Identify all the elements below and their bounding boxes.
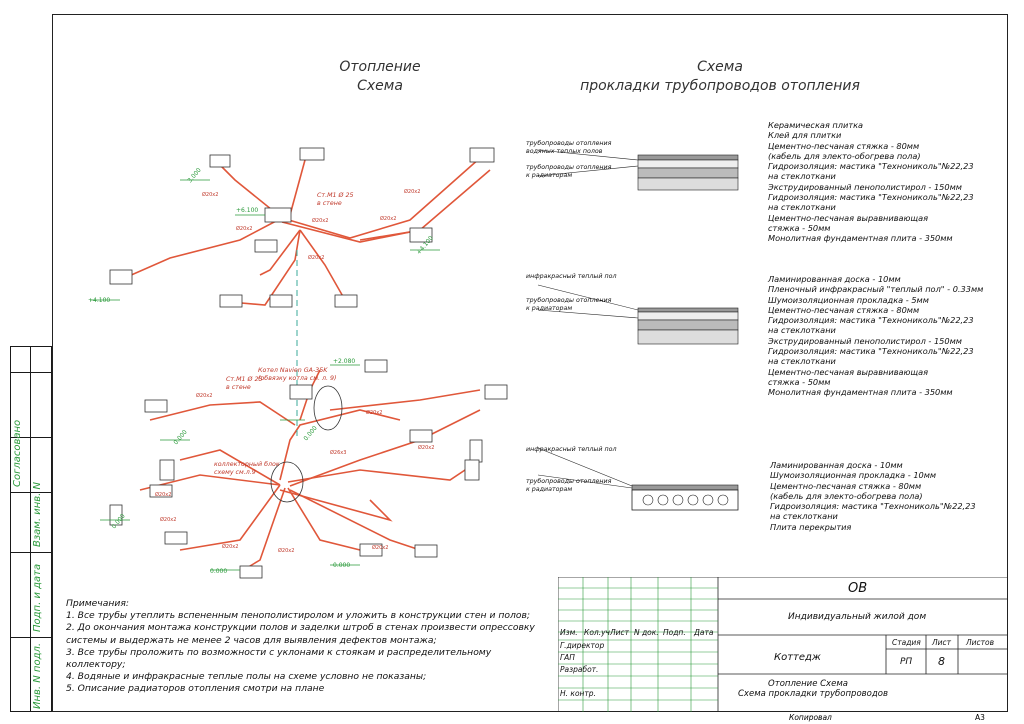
section-2-layers: Ламинированная доска - 10мм Пленочный ин…	[768, 274, 984, 398]
sidebar-approval-strip: Согласовано Взам. инв. N Подп. и дата Ин…	[10, 346, 52, 712]
copied-label: Копировал	[789, 713, 832, 722]
pipe-diameter-label: Ø20х2	[202, 192, 219, 198]
agreed-label: Согласовано	[12, 419, 23, 487]
radiators	[109, 147, 508, 579]
collector-note: коллекторный блок схему см.л.9	[214, 461, 280, 476]
notes-heading: Примечания:	[66, 598, 129, 609]
lower-riser-note: Ст.М1 Ø 25 в стене	[226, 376, 263, 391]
upper-floor-pipes	[119, 157, 491, 306]
left-title-line-2: Схема	[357, 78, 403, 94]
elevation-label: +6.100	[236, 207, 259, 214]
role-director: Г.директор	[560, 641, 605, 650]
elevation-label: +2.080	[333, 358, 356, 365]
right-title: Схема прокладки трубопроводов отопления	[560, 58, 880, 96]
pipe-diameter-label: Ø20х2	[308, 255, 325, 261]
role-gap: ГАП	[560, 653, 575, 662]
pipe-diameter-label: Ø20х2	[222, 544, 239, 550]
elevation-marks	[90, 179, 440, 571]
sign-date-label: Подп. и дата	[32, 563, 43, 632]
col-header-podp: Подп.	[663, 628, 686, 637]
pipe-diameter-label: Ø20х2	[366, 410, 383, 416]
project-name: Индивидуальный жилой дом	[788, 612, 927, 622]
notes-block: Примечания: 1. Все трубы утеплить вспене…	[66, 598, 556, 696]
sheets-label: Листов	[966, 638, 995, 647]
col-header-izm: Изм.	[560, 628, 578, 637]
inv-replace-label: Взам. инв. N	[32, 482, 43, 547]
inv-orig-label: Инв. N подл.	[32, 642, 43, 709]
upper-riser-note: Ст.М1 Ø 25 в стене	[317, 192, 354, 207]
pipe-diameter-label: Ø20х2	[278, 548, 295, 554]
note-item: 3. Все трубы проложить по возможности с …	[66, 646, 492, 658]
pipe-diameter-label: Ø26х3	[330, 450, 347, 456]
section-3-callout-2: трубопроводы отопления к радиаторам	[526, 478, 612, 493]
left-title: Отопление Схема	[300, 58, 460, 96]
section-3	[537, 447, 739, 511]
heating-isometric-diagram	[90, 147, 508, 579]
pipe-diameter-label: Ø20х2	[380, 216, 397, 222]
stage-label: Стадия	[892, 638, 921, 647]
doc-code: ОВ	[848, 581, 868, 596]
title-block: ОВ Индивидуальный жилой дом Коттедж Отоп…	[558, 577, 1008, 712]
note-item: 4. Водяные и инфракрасные теплые полы на…	[66, 671, 427, 683]
right-title-line-2: прокладки трубопроводов отопления	[580, 78, 860, 94]
sheet-number: 8	[938, 655, 945, 668]
stage-value: РП	[900, 657, 913, 667]
section-3-layers: Ламинированная доска - 10мм Шумоизоляцио…	[770, 460, 976, 532]
section-2-callout: инфракрасный теплый пол	[526, 273, 617, 280]
boiler-note: Котел Navien GA-35K (обвязку котла см. л…	[258, 367, 337, 382]
section-1-callout: трубопроводы отопления водяных теплых по…	[526, 140, 612, 155]
pipe-diameter-label: Ø20х2	[418, 445, 435, 451]
left-title-line-1: Отопление	[339, 59, 421, 75]
section-2	[537, 284, 739, 345]
col-header-date: Дата	[694, 628, 714, 637]
pipe-diameter-label: Ø20х2	[404, 189, 421, 195]
note-item: 5. Описание радиаторов отопления смотри …	[66, 683, 325, 695]
title-block-grid	[558, 577, 1008, 712]
pipe-diameter-label: Ø20х2	[236, 226, 253, 232]
role-norm-control: Н. контр.	[560, 689, 596, 698]
object-name: Коттедж	[774, 652, 821, 663]
pipe-diameter-label: Ø20х2	[160, 517, 177, 523]
sheet-title: Отопление Схема Схема прокладки трубопро…	[738, 679, 888, 699]
elevation-label: 0.000	[210, 568, 228, 575]
note-item: 2. До окончания монтажа конструкции поло…	[66, 622, 535, 634]
sheet-label: Лист	[932, 638, 952, 647]
pipe-diameter-label: Ø20х2	[155, 492, 172, 498]
note-item: коллектору;	[66, 659, 126, 671]
section-1	[537, 149, 739, 191]
section-2-callout-2: трубопроводы отопления к радиаторам	[526, 297, 612, 312]
boiler-highlight	[313, 385, 343, 431]
elevation-label: 0.000	[333, 562, 351, 569]
right-title-line-1: Схема	[697, 59, 743, 75]
floor-sections	[537, 149, 739, 511]
elevation-label: +4.100	[88, 297, 111, 304]
section-3-callout: инфракрасный теплый пол	[526, 446, 617, 453]
pipe-diameter-label: Ø20х2	[312, 218, 329, 224]
section-1-callout-2: трубопроводы отопления к радиаторам	[526, 164, 612, 179]
col-header-kol: Кол.уч	[584, 628, 610, 637]
section-1-layers: Керамическая плитка Клей для плитки Цеме…	[768, 120, 974, 244]
note-item: 1. Все трубы утеплить вспененным пенопол…	[66, 610, 531, 622]
note-item: системы и выдержать не менее 2 часов для…	[66, 634, 437, 646]
lower-floor-pipes	[139, 369, 481, 573]
collector-highlight	[270, 461, 304, 503]
pipe-diameter-label: Ø20х2	[196, 393, 213, 399]
drawing-frame	[52, 14, 1008, 712]
pipe-diameter-label: Ø20х2	[372, 545, 389, 551]
format-label: А3	[975, 713, 985, 722]
col-header-list: Лист	[610, 628, 630, 637]
col-header-ndok: N док.	[634, 628, 659, 637]
role-developer: Разработ.	[560, 665, 599, 674]
